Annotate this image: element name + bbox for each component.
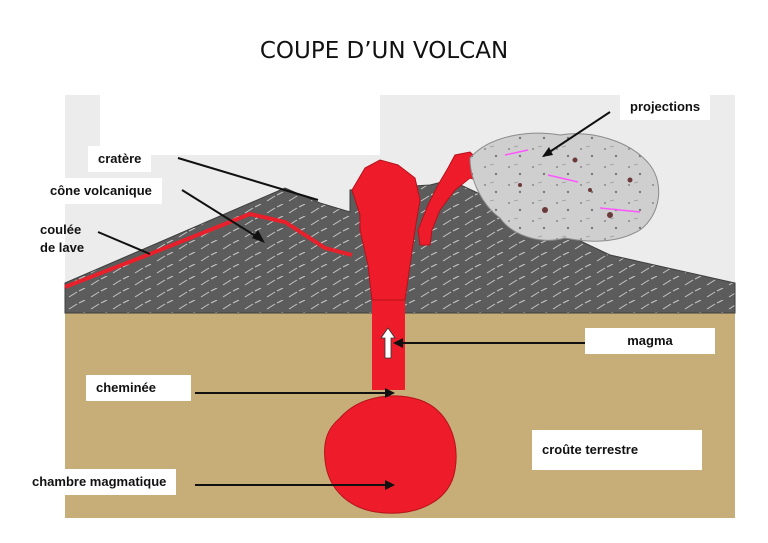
label-magma-chamber: chambre magmatique [22, 469, 177, 495]
label-lava-flow-line1: coulée [40, 222, 82, 237]
label-lava-flow-line2: de lave [40, 240, 85, 255]
magma-chamber [324, 395, 457, 514]
pointer-arrowhead [252, 230, 265, 243]
pointer-cone [181, 189, 263, 241]
lava-flow [64, 211, 353, 289]
label-backdrop [100, 95, 380, 155]
label-chimney: cheminée [86, 375, 191, 401]
pointer-arrowhead [542, 147, 553, 157]
projection-rock [588, 188, 592, 192]
pointer-crater [177, 157, 319, 201]
projection-rock [518, 183, 522, 187]
projection-rock [627, 177, 633, 183]
projection-rock [572, 157, 578, 163]
projection-trajectory [504, 149, 529, 156]
label-magma: magma [585, 328, 715, 354]
pointer-arrowhead [393, 338, 403, 348]
label-volcanic-cone: cône volcanique [40, 178, 162, 204]
label-projections: projections [620, 94, 711, 120]
diagram-title: COUPE D’UN VOLCAN [259, 38, 509, 64]
pointer-projections [544, 111, 611, 156]
label-crater: cratère [88, 146, 152, 172]
pointer-arrowhead [385, 388, 395, 398]
projection-rock [607, 212, 613, 218]
pointer-lava-flow [97, 231, 151, 255]
projection-trajectory [599, 207, 641, 213]
magma-rise-arrow [380, 327, 396, 359]
chimney-upper [351, 159, 421, 301]
pointer-arrowhead [385, 480, 395, 490]
label-crust: croûte terrestre [532, 430, 702, 470]
projection-rock [542, 207, 548, 213]
projection-trajectory [547, 174, 579, 183]
